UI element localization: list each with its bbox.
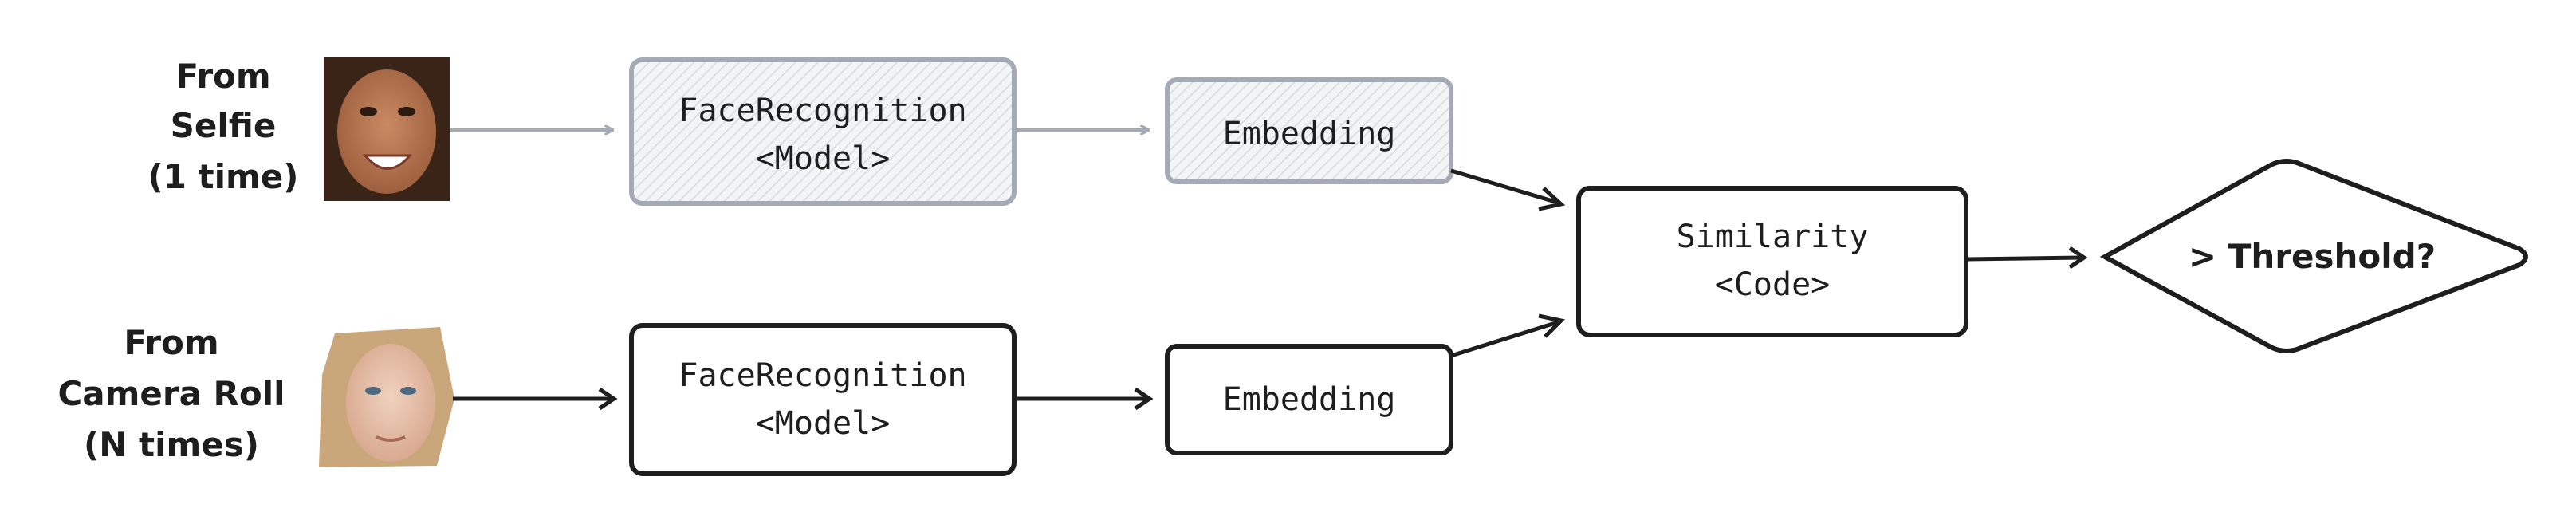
bottom-embedding-label: Embedding [1223, 381, 1396, 418]
arrowhead-bottom-model-to-embedding [1134, 387, 1154, 411]
bottom-model-box-line-1: FaceRecognition [678, 357, 966, 394]
selfie-face-image [324, 57, 450, 201]
similarity-box-line-2: <Code> [1715, 266, 1831, 303]
camera-roll-face-image [319, 327, 454, 467]
camera-roll-label-line-1: From [124, 323, 218, 362]
top-model-box-line-2: <Model> [756, 140, 891, 177]
top-embedding-label: Embedding [1223, 116, 1396, 152]
arrowhead-similarity-to-threshold [2068, 246, 2088, 270]
similarity-box-line-1: Similarity [1677, 219, 1869, 255]
arrowhead-camera-roll-to-model [598, 387, 618, 411]
top-model-box-line-1: FaceRecognition [678, 93, 966, 129]
selfie-label-line-2: Selfie [171, 106, 277, 145]
arrow-bottom-embedding-to-similarity [1450, 320, 1559, 358]
top-embedding-box [1165, 77, 1453, 184]
threshold-decision-diamond [2099, 159, 2528, 353]
threshold-decision-label: > Threshold? [2189, 237, 2436, 276]
bottom-embedding-box [1165, 344, 1453, 455]
arrowhead-bottom-to-similarity [1538, 313, 1566, 338]
camera-roll-label-line-2: Camera Roll [57, 374, 285, 413]
arrowhead-top-to-similarity [1538, 187, 1566, 211]
bottom-face-recognition-box [629, 323, 1017, 476]
top-face-recognition-box [629, 57, 1017, 206]
selfie-label-line-3: (1 time) [148, 157, 299, 196]
camera-roll-label-line-3: (N times) [84, 425, 259, 464]
bottom-model-box-line-2: <Model> [756, 405, 891, 442]
arrow-top-embedding-to-similarity [1450, 168, 1559, 205]
selfie-label-line-1: From [175, 57, 270, 96]
arrow-similarity-to-threshold [1965, 255, 2082, 262]
similarity-box [1576, 186, 1968, 337]
